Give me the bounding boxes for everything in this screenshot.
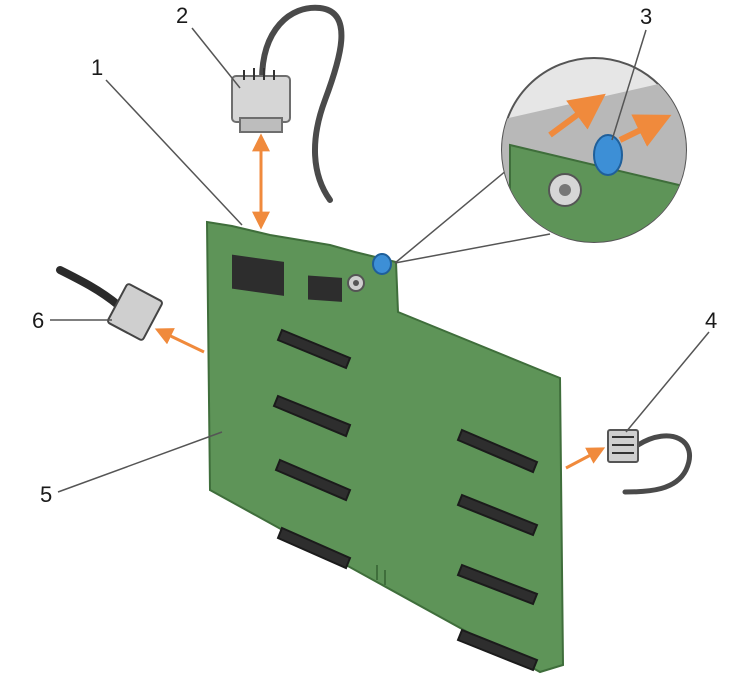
- power-cable: [232, 8, 341, 200]
- sas-cable-arrow: [158, 330, 204, 352]
- callout-4-label: 4: [705, 310, 717, 332]
- callout-5-label: 5: [40, 484, 52, 506]
- callout-6-label: 6: [32, 310, 44, 332]
- leader-line-2: [192, 28, 240, 88]
- backplane-board: [207, 222, 563, 672]
- signal-cable-arrow: [566, 449, 602, 468]
- callout-1-label: 1: [91, 57, 103, 79]
- leader-line-1: [106, 80, 242, 225]
- callout-2-label: 2: [176, 5, 188, 27]
- release-pin-zoom: [395, 58, 720, 263]
- callout-3-label: 3: [640, 6, 652, 28]
- leader-line-5: [58, 432, 222, 492]
- signal-cable: [608, 430, 690, 492]
- sas-cable: [60, 270, 163, 341]
- leader-line-4: [626, 332, 709, 432]
